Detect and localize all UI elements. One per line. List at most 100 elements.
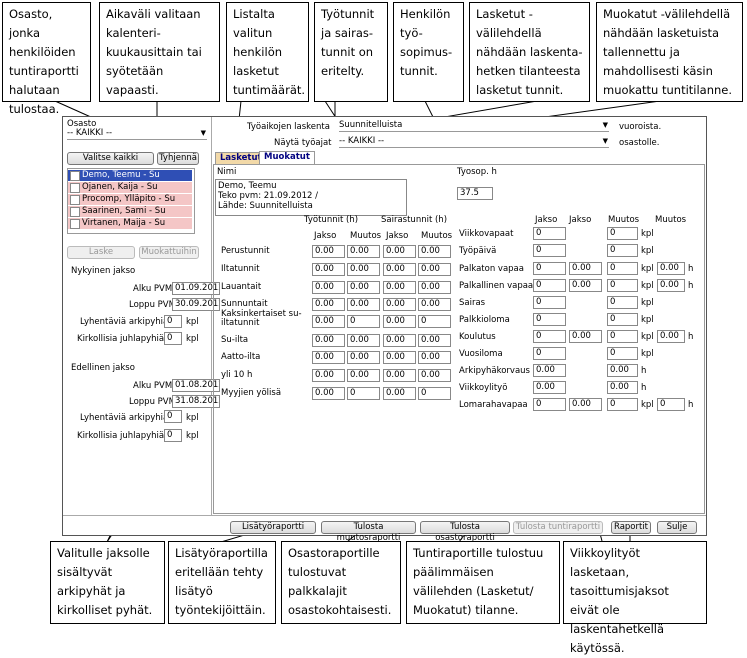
clear-button[interactable]: Tyhjennä [157,152,199,165]
days-cell[interactable]: 0 [533,347,566,360]
hours-cell[interactable]: 0.00 [312,351,345,364]
hours-cell[interactable]: 0.00 [347,245,380,258]
calc-select[interactable]: Suunnitelluista▼ [339,120,609,132]
checkbox[interactable] [70,171,80,181]
hours-cell[interactable]: 0.00 [312,387,345,400]
days-cell[interactable]: 0 [607,279,638,292]
previous-start-input[interactable]: 01.08.2012 [172,379,220,392]
days-cell[interactable]: 0 [533,296,566,309]
current-short-input[interactable]: 0 [164,315,182,328]
list-item[interactable]: Saarinen, Sami - Su [68,206,192,218]
hours-cell[interactable]: 0.00 [383,245,416,258]
days-cell[interactable]: 0.00 [607,364,638,377]
hours-cell[interactable]: 0.00 [383,369,416,382]
hours-cell[interactable]: 0.00 [383,334,416,347]
hours-cell[interactable]: 0.00 [418,334,451,347]
hours-cell[interactable]: 0.00 [418,263,451,276]
close-button[interactable]: Sulje [657,521,697,534]
hours-cell[interactable]: 0.00 [383,315,416,328]
days-cell[interactable]: 0 [607,330,638,343]
current-end-input[interactable]: 30.09.2012 [172,298,220,311]
hours-cell[interactable]: 0.00 [383,281,416,294]
hours-cell[interactable]: 0.00 [347,369,380,382]
hours-cell[interactable]: 0.00 [383,351,416,364]
hours-cell[interactable]: 0.00 [312,334,345,347]
current-start-input[interactable]: 01.09.2012 [172,282,220,295]
hours-cell[interactable]: 0.00 [418,281,451,294]
reports-button[interactable]: Raportit [611,521,651,534]
previous-church-input[interactable]: 0 [164,429,182,442]
hours-cell[interactable]: 0.00 [347,351,380,364]
show-select[interactable]: -- KAIKKI --▼ [339,136,609,148]
days-cell[interactable]: 0.00 [569,398,602,411]
checkbox[interactable] [70,195,80,205]
hours-cell[interactable]: 0.00 [418,369,451,382]
hours-cell[interactable]: 0.00 [312,263,345,276]
days-cell[interactable]: 0.00 [569,262,602,275]
days-cell[interactable]: 0.00 [569,330,602,343]
print-change-report-button[interactable]: Tulosta muutosraportti [321,521,416,543]
hours-cell[interactable]: 0.00 [312,281,345,294]
days-cell[interactable]: 0 [533,279,566,292]
list-item[interactable]: Procomp, Ylläpito - Su [68,194,192,206]
current-church-input[interactable]: 0 [164,332,182,345]
contract-input[interactable]: 37.5 [457,187,493,200]
checkbox[interactable] [70,183,80,193]
checkbox[interactable] [70,207,80,217]
days-cell[interactable]: 0 [657,398,685,411]
hours-cell[interactable]: 0.00 [383,298,416,311]
previous-end-input[interactable]: 31.08.2012 [172,395,220,408]
hours-cell[interactable]: 0 [418,387,451,400]
hours-cell[interactable]: 0.00 [347,298,380,311]
days-cell[interactable]: 0.00 [657,330,685,343]
hours-cell[interactable]: 0 [347,387,380,400]
hours-cell[interactable]: 0.00 [312,298,345,311]
list-item[interactable]: Virtanen, Maija - Su [68,218,192,230]
days-cell[interactable]: 0 [607,262,638,275]
days-cell[interactable]: 0.00 [607,381,638,394]
days-cell[interactable]: 0 [533,227,566,240]
hours-cell[interactable]: 0.00 [383,387,416,400]
sick-hours-header: Sairastunnit (h) [381,215,448,225]
list-item[interactable]: Demo, Teemu - Su [68,170,192,182]
days-cell[interactable]: 0 [533,262,566,275]
list-item[interactable]: Ojanen, Kaija - Su [68,182,192,194]
days-cell[interactable]: 0 [607,296,638,309]
days-cell[interactable]: 0 [607,398,638,411]
select-all-button[interactable]: Valitse kaikki [67,152,154,165]
hours-cell[interactable]: 0.00 [347,334,380,347]
muokattuihin-button[interactable]: Muokattuihin [139,246,199,259]
hours-cell[interactable]: 0.00 [312,315,345,328]
tab-muokatut[interactable]: Muokatut [259,151,315,164]
hours-cell[interactable]: 0 [347,315,380,328]
days-cell[interactable]: 0.00 [533,364,566,377]
days-cell[interactable]: 0 [533,244,566,257]
days-cell[interactable]: 0 [533,330,566,343]
hours-cell[interactable]: 0.00 [418,298,451,311]
days-cell[interactable]: 0 [607,227,638,240]
previous-short-input[interactable]: 0 [164,410,182,423]
days-cell[interactable]: 0 [607,244,638,257]
hours-cell[interactable]: 0 [418,315,451,328]
hours-cell[interactable]: 0.00 [312,369,345,382]
days-cell[interactable]: 0 [607,347,638,360]
print-department-report-button[interactable]: Tulosta osastoraportti [420,521,510,543]
checkbox[interactable] [70,219,80,229]
hours-cell[interactable]: 0.00 [383,263,416,276]
print-hours-report-button[interactable]: Tulosta tuntiraportti [513,521,603,534]
days-cell[interactable]: 0.00 [533,381,566,394]
hours-cell[interactable]: 0.00 [312,245,345,258]
laske-button[interactable]: Laske [67,246,135,259]
days-cell[interactable]: 0.00 [657,279,685,292]
osasto-select[interactable]: -- KAIKKI --▼ [67,128,207,140]
hours-cell[interactable]: 0.00 [418,351,451,364]
days-cell[interactable]: 0 [533,313,566,326]
days-cell[interactable]: 0.00 [657,262,685,275]
days-cell[interactable]: 0.00 [569,279,602,292]
lisatyo-report-button[interactable]: Lisätyöraportti [230,521,316,534]
hours-cell[interactable]: 0.00 [347,281,380,294]
hours-cell[interactable]: 0.00 [418,245,451,258]
hours-cell[interactable]: 0.00 [347,263,380,276]
days-cell[interactable]: 0 [607,313,638,326]
days-cell[interactable]: 0 [533,398,566,411]
